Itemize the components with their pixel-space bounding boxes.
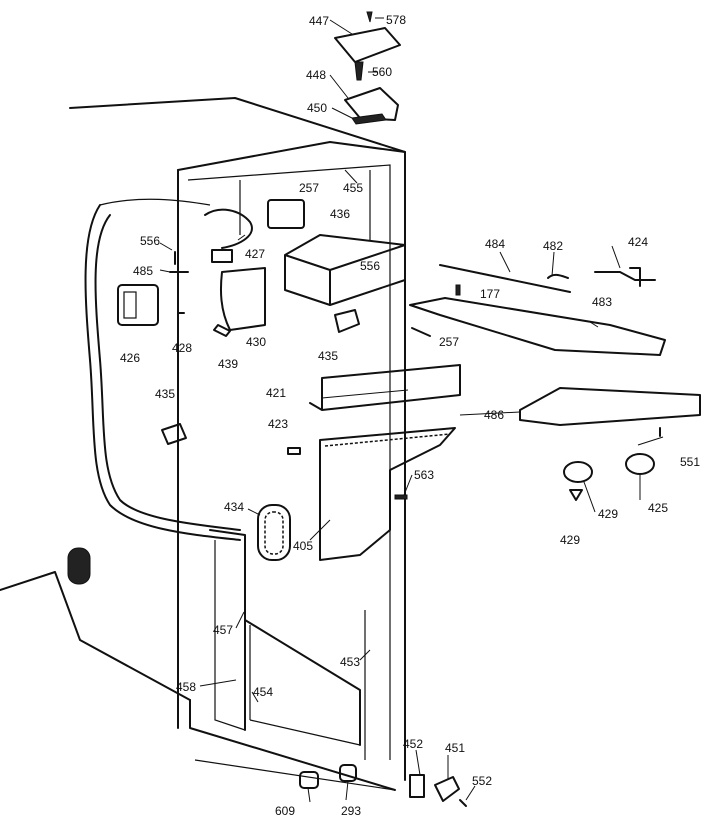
label-483: 483 (592, 295, 612, 309)
thermostat-257 (267, 199, 305, 229)
part-labels: 447 578 448 560 450 455 257 436 556 485 … (120, 13, 700, 818)
refrigerator-cabinet (0, 97, 406, 791)
air-duct-421 (309, 364, 461, 411)
knob-429 (563, 461, 593, 483)
plate-452 (409, 774, 425, 798)
label-484: 484 (485, 237, 505, 251)
label-455: 455 (343, 181, 363, 195)
light-lens-434 (257, 504, 291, 561)
screw-257-b (411, 327, 431, 337)
label-450: 450 (307, 101, 327, 115)
label-428: 428 (172, 341, 192, 355)
label-556-left: 556 (140, 234, 160, 248)
vent-slot (67, 547, 91, 585)
hinge-451 (434, 776, 460, 802)
roller-293 (339, 764, 357, 782)
damper-control-486 (519, 387, 701, 426)
label-177: 177 (480, 287, 500, 301)
label-609: 609 (275, 804, 295, 818)
clip-435-b (161, 423, 187, 445)
diffuser-405 (319, 427, 456, 561)
label-405: 405 (293, 539, 313, 553)
label-429-bottom: 429 (560, 533, 580, 547)
clip-435-a (334, 309, 360, 333)
breaker-strip-458 (94, 214, 241, 531)
label-436: 436 (330, 207, 350, 221)
screw-552 (459, 799, 467, 807)
label-430: 430 (246, 335, 266, 349)
control-housing-436 (284, 234, 406, 306)
label-560: 560 (372, 65, 392, 79)
label-454: 454 (253, 685, 273, 699)
label-439: 439 (218, 357, 238, 371)
label-458: 458 (176, 680, 196, 694)
knob-425 (625, 453, 655, 475)
label-448: 448 (306, 68, 326, 82)
bracket-428 (177, 284, 185, 314)
label-451: 451 (445, 741, 465, 755)
shield-430 (220, 267, 266, 331)
label-257-top: 257 (299, 181, 319, 195)
label-427: 427 (245, 247, 265, 261)
label-486: 486 (484, 408, 504, 422)
screw-560 (354, 61, 364, 81)
harness-427 (204, 208, 253, 263)
label-426: 426 (120, 351, 140, 365)
roller-609 (299, 771, 319, 789)
switch-426 (117, 284, 159, 326)
label-435-left: 435 (155, 387, 175, 401)
top-hinge-448 (344, 87, 399, 121)
label-293: 293 (341, 804, 361, 818)
clip-439 (213, 324, 231, 337)
hinge-cover-447 (334, 27, 401, 63)
label-563: 563 (414, 468, 434, 482)
label-552: 552 (472, 774, 492, 788)
label-556-right: 556 (360, 259, 380, 273)
link-482 (547, 273, 569, 279)
label-434: 434 (224, 500, 244, 514)
label-447: 447 (309, 14, 329, 28)
pin-177 (455, 284, 461, 296)
clip-423 (287, 447, 301, 455)
label-257-right: 257 (439, 335, 459, 349)
clip-429-b (569, 489, 583, 501)
label-421: 421 (266, 386, 286, 400)
breaker-strip-outer (84, 204, 241, 541)
shim-450 (351, 113, 387, 125)
label-482: 482 (543, 239, 563, 253)
label-429-top: 429 (598, 507, 618, 521)
label-423: 423 (268, 417, 288, 431)
control-plate-483 (409, 297, 666, 356)
leader-lines (159, 17, 664, 803)
label-485: 485 (133, 264, 153, 278)
label-435-top: 435 (318, 349, 338, 363)
label-425: 425 (648, 501, 668, 515)
knob-424 (594, 267, 656, 287)
screw-563 (394, 494, 408, 500)
label-457: 457 (213, 623, 233, 637)
label-551: 551 (680, 455, 700, 469)
label-424: 424 (628, 235, 648, 249)
label-452: 452 (403, 737, 423, 751)
screw-578 (366, 11, 373, 23)
label-578: 578 (386, 13, 406, 27)
control-rod-484 (439, 264, 571, 293)
label-453: 453 (340, 655, 360, 669)
